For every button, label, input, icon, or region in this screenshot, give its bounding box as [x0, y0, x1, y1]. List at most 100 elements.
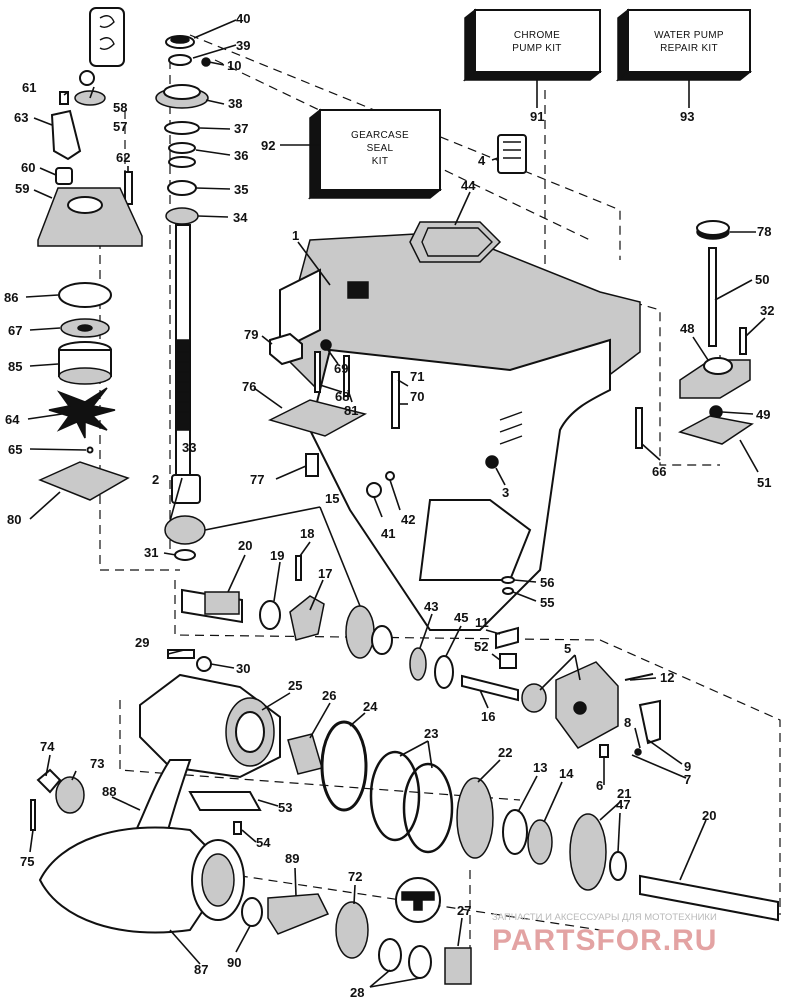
water-pump-kit-box: WATER PUMP REPAIR KIT: [615, 8, 753, 82]
callout-87: 87: [194, 962, 208, 977]
bearing-housing-row: [139, 649, 779, 922]
callout-41: 41: [381, 526, 395, 541]
callout-8: 8: [624, 715, 631, 730]
chrome-pump-kit-box: CHROME PUMP KIT: [462, 8, 603, 82]
callout-5: 5: [564, 641, 571, 656]
callout-39: 39: [236, 38, 250, 53]
callout-72: 72: [348, 869, 362, 884]
callout-93: 93: [680, 109, 694, 124]
mid-fasteners: [267, 332, 515, 595]
callout-34: 34: [233, 210, 248, 225]
seal-kit-line1: GEARCASE: [351, 130, 409, 141]
callout-40: 40: [236, 11, 250, 26]
callout-60: 60: [21, 160, 35, 175]
driveshaft-stack: [89, 7, 211, 561]
callout-92: 92: [261, 138, 275, 153]
callout-88: 88: [102, 784, 116, 799]
callout-20b: 20: [702, 808, 716, 823]
callout-22: 22: [498, 745, 512, 760]
callout-79: 79: [244, 327, 258, 342]
callout-64: 64: [5, 412, 20, 427]
callout-78: 78: [757, 224, 771, 239]
callout-53: 53: [278, 800, 292, 815]
callout-6: 6: [596, 778, 603, 793]
callout-54: 54: [256, 835, 271, 850]
callout-27: 27: [457, 903, 471, 918]
callout-21: 21: [617, 786, 631, 801]
watermark-logo-text: PARTSFOR.RU: [492, 924, 717, 957]
gear-shaft-row: [181, 555, 661, 758]
seal-kit-line3: KIT: [372, 156, 388, 167]
watermark-tagline: ЗАПЧАСТИ И АКСЕССУАРЫ ДЛЯ МОТОТЕХНИКИ: [492, 912, 717, 923]
callout-77: 77: [250, 472, 264, 487]
callout-52: 52: [474, 639, 488, 654]
callout-44: 44: [461, 178, 476, 193]
callout-71: 71: [410, 369, 424, 384]
callout-4: 4: [478, 153, 486, 168]
water-kit-line2: REPAIR KIT: [660, 43, 718, 54]
callout-14: 14: [559, 766, 574, 781]
callout-36: 36: [234, 148, 248, 163]
callout-3: 3: [502, 485, 509, 500]
callout-55: 55: [540, 595, 554, 610]
callout-35: 35: [234, 182, 248, 197]
callout-49: 49: [756, 407, 770, 422]
chrome-kit-line2: PUMP KIT: [512, 43, 561, 54]
callout-26: 26: [322, 688, 336, 703]
callout-12: 12: [660, 670, 674, 685]
callout-90: 90: [227, 955, 241, 970]
callout-69: 69: [334, 361, 348, 376]
propeller-row: [30, 759, 472, 985]
callout-31: 31: [144, 545, 158, 560]
callout-17: 17: [318, 566, 332, 581]
callout-15: 15: [325, 491, 339, 506]
seal-kit-line2: SEAL: [367, 143, 394, 154]
callout-24: 24: [363, 699, 378, 714]
callout-45: 45: [454, 610, 468, 625]
callout-89: 89: [285, 851, 299, 866]
callout-1: 1: [292, 228, 299, 243]
callout-63: 63: [14, 110, 28, 125]
callout-85: 85: [8, 359, 22, 374]
callout-2: 2: [152, 472, 159, 487]
callout-38: 38: [228, 96, 242, 111]
callout-29: 29: [135, 635, 149, 650]
callout-67: 67: [8, 323, 22, 338]
callout-33: 33: [182, 440, 196, 455]
gearcase-seal-kit-box: GEARCASE SEAL KIT: [307, 108, 443, 200]
callout-11: 11: [475, 615, 489, 630]
leader-lines: [25, 19, 766, 988]
gearcase-housing: [279, 134, 641, 631]
callout-30: 30: [236, 661, 250, 676]
callout-23: 23: [424, 726, 438, 741]
callout-80: 80: [7, 512, 21, 527]
callout-75: 75: [20, 854, 34, 869]
callout-47: 47: [616, 797, 630, 812]
callout-7: 7: [684, 772, 691, 787]
chrome-kit-line1: CHROME: [514, 30, 560, 41]
callout-48: 48: [680, 321, 694, 336]
site-watermark: ЗАПЧАСТИ И АКСЕССУАРЫ ДЛЯ МОТОТЕХНИКИ PA…: [492, 912, 717, 957]
callout-73: 73: [90, 756, 104, 771]
callout-42: 42: [401, 512, 415, 527]
water-kit-line1: WATER PUMP: [654, 30, 724, 41]
callout-57: 57: [113, 119, 127, 134]
callout-81: 81: [344, 403, 358, 418]
callout-62: 62: [116, 150, 130, 165]
callout-37: 37: [234, 121, 248, 136]
callout-28: 28: [350, 985, 364, 1000]
callout-25: 25: [288, 678, 302, 693]
callout-13: 13: [533, 760, 547, 775]
callout-59: 59: [15, 181, 29, 196]
callout-58: 58: [113, 100, 127, 115]
callout-91: 91: [530, 109, 544, 124]
callout-68: 68: [335, 389, 349, 404]
callout-19: 19: [270, 548, 284, 563]
callout-numbers: 40 39 10 38 37 36 35 34 92 91 93 61 58 5…: [4, 11, 774, 1000]
callout-86: 86: [4, 290, 18, 305]
callout-61: 61: [22, 80, 36, 95]
callout-50: 50: [755, 272, 769, 287]
callout-16: 16: [481, 709, 495, 724]
callout-65: 65: [8, 442, 22, 457]
